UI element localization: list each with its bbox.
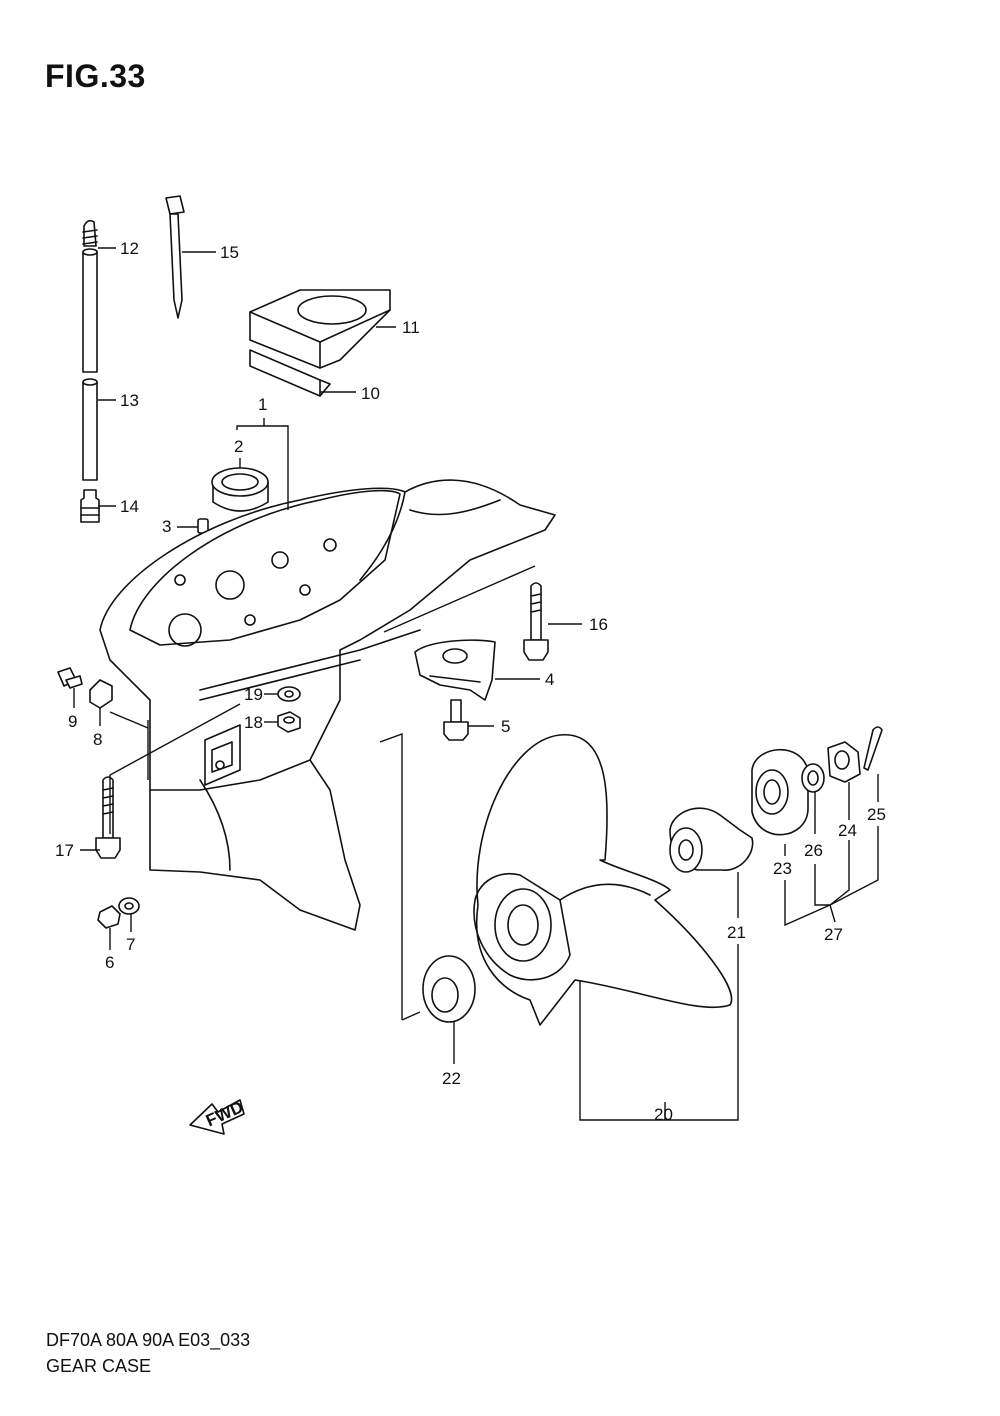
reference-lines: [109, 425, 536, 1021]
figure-title: FIG.33: [45, 58, 146, 94]
part-1-gear-case[interactable]: [99, 479, 556, 931]
part-name-label: GEAR CASE: [46, 1356, 152, 1376]
part-24-castle-nut[interactable]: [827, 741, 861, 783]
callout-16: 16: [589, 615, 608, 634]
part-21-bushing[interactable]: [669, 807, 754, 873]
part-16-bolt[interactable]: [523, 582, 549, 661]
callout-21: 21: [727, 923, 746, 942]
part-23-spacer[interactable]: [751, 748, 809, 836]
part-15-cable-tie[interactable]: [165, 195, 185, 319]
callout-2: 2: [234, 437, 243, 456]
callout-20: 20: [654, 1105, 673, 1124]
fwd-arrow-icon: FWD: [189, 1097, 246, 1135]
part-26-washer[interactable]: [801, 763, 825, 793]
part-20-propeller[interactable]: [473, 734, 733, 1026]
callout-19: 19: [244, 685, 263, 704]
callout-10: 10: [361, 384, 380, 403]
part-9-bolt[interactable]: [57, 667, 83, 689]
callout-11: 11: [402, 318, 420, 337]
callout-7: 7: [126, 935, 135, 954]
part-14-grommet[interactable]: [80, 489, 100, 523]
part-13-water-tube[interactable]: [82, 248, 98, 481]
callout-3: 3: [162, 517, 171, 536]
callout-24: 24: [838, 821, 857, 840]
part-11-cover[interactable]: [249, 289, 391, 369]
model-code-label: DF70A 80A 90A E03_033: [46, 1330, 251, 1350]
part-6-plug[interactable]: [97, 905, 121, 929]
callout-13: 13: [120, 391, 139, 410]
callout-23: 23: [773, 859, 792, 878]
callout-27: 27: [824, 925, 843, 944]
callout-1: 1: [258, 395, 267, 414]
callout-17: 17: [55, 841, 74, 860]
callout-25: 25: [867, 805, 886, 824]
callout-14: 14: [120, 497, 139, 516]
callout-numbers: 1 2 3 4 5 6 7 8 9 10 11 12 13 14 15 16 1…: [55, 239, 886, 1124]
callout-4: 4: [545, 670, 554, 689]
callout-15: 15: [220, 243, 239, 262]
callout-9: 9: [68, 712, 77, 731]
part-12-hose-fitting[interactable]: [82, 219, 98, 247]
part-7-gasket[interactable]: [118, 897, 140, 915]
svg-text:FWD: FWD: [203, 1097, 246, 1130]
part-25-cotter-pin[interactable]: [863, 726, 883, 771]
callout-26: 26: [804, 841, 823, 860]
part-18-nut[interactable]: [277, 711, 301, 733]
part-4-trim-tab[interactable]: [414, 639, 496, 701]
callout-18: 18: [244, 713, 263, 732]
part-5-bolt[interactable]: [443, 699, 469, 741]
leader-lines: [73, 247, 879, 1121]
part-8-spacer[interactable]: [89, 679, 113, 709]
part-2-bearing[interactable]: [211, 467, 269, 512]
part-17-long-bolt[interactable]: [95, 776, 121, 859]
part-19-washer[interactable]: [277, 686, 301, 702]
callout-22: 22: [442, 1069, 461, 1088]
callout-8: 8: [93, 730, 102, 749]
callout-5: 5: [501, 717, 510, 736]
callout-6: 6: [105, 953, 114, 972]
part-22-thrust-washer[interactable]: [422, 955, 476, 1023]
callout-12: 12: [120, 239, 139, 258]
